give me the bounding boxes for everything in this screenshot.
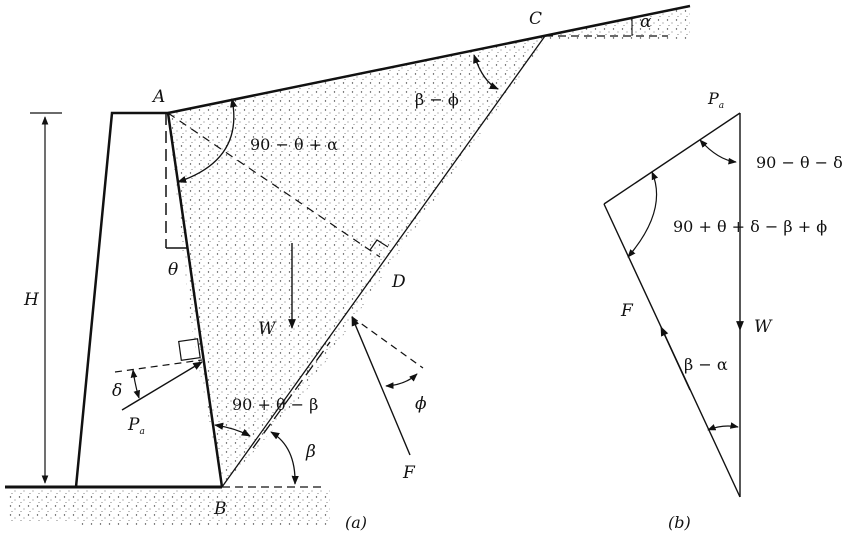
point-B-label: B xyxy=(213,499,227,519)
retaining-wall xyxy=(74,111,224,488)
pressure-label: Pa xyxy=(127,415,145,437)
angle-arc-bottom xyxy=(707,422,739,431)
caption-a: (a) xyxy=(345,513,367,532)
angle-label-B: 90 + θ − β xyxy=(232,395,318,414)
angle-label-A: 90 − θ + α xyxy=(250,135,338,154)
failure-plane xyxy=(221,35,546,488)
angle-label-C: β − ϕ xyxy=(415,90,459,109)
weight-label: W xyxy=(258,319,277,339)
delta-label: δ xyxy=(112,381,122,401)
point-A-label: A xyxy=(151,87,165,107)
ground-soil-left xyxy=(8,490,76,522)
caption-b: (b) xyxy=(668,513,691,532)
alpha-label: α xyxy=(640,12,652,32)
point-D-label: D xyxy=(391,272,406,292)
reaction-arrow xyxy=(351,316,411,456)
delta-arc xyxy=(130,369,140,399)
b-angle-bottom: β − α xyxy=(684,355,728,374)
f-vector-arrow xyxy=(660,326,691,391)
point-C-label: C xyxy=(529,9,542,29)
phi-arc xyxy=(385,373,418,389)
angle-arc-top xyxy=(699,139,737,165)
right-angle-wall xyxy=(178,338,201,361)
b-angle-top: 90 − θ − δ xyxy=(756,153,843,172)
angle-arc-C xyxy=(473,54,499,90)
failure-plane-offset xyxy=(252,341,331,449)
b-pressure-label: Pa xyxy=(707,89,724,111)
figure-a: A B C D H W F Pa θ δ ϕ β α 90 − θ + α β … xyxy=(5,4,691,532)
pa-vector xyxy=(603,112,741,205)
backfill-soil xyxy=(168,6,690,487)
beta-label: β xyxy=(305,442,316,462)
b-angle-left: 90 + θ + δ − β + ϕ xyxy=(673,217,827,236)
b-force-label: F xyxy=(620,301,634,321)
b-weight-label: W xyxy=(754,317,773,337)
angle-arc-left xyxy=(627,171,659,258)
angle-arc-A xyxy=(177,98,238,183)
wall-normal xyxy=(114,359,203,373)
ground-soil-mid xyxy=(76,490,330,525)
angle-arc-beta xyxy=(270,431,299,485)
active-thrust-arrow xyxy=(121,361,203,411)
backfill-surface xyxy=(167,4,691,115)
phi-label: ϕ xyxy=(415,394,427,414)
figure-b: Pa W F 90 − θ − δ 90 + θ + δ − β + ϕ β −… xyxy=(603,89,843,532)
force-label: F xyxy=(402,463,416,483)
height-label: H xyxy=(23,290,40,310)
right-angle-D xyxy=(369,239,389,251)
angle-arc-B-left xyxy=(214,422,251,437)
theta-label: θ xyxy=(168,260,178,280)
plane-normal xyxy=(351,316,424,369)
